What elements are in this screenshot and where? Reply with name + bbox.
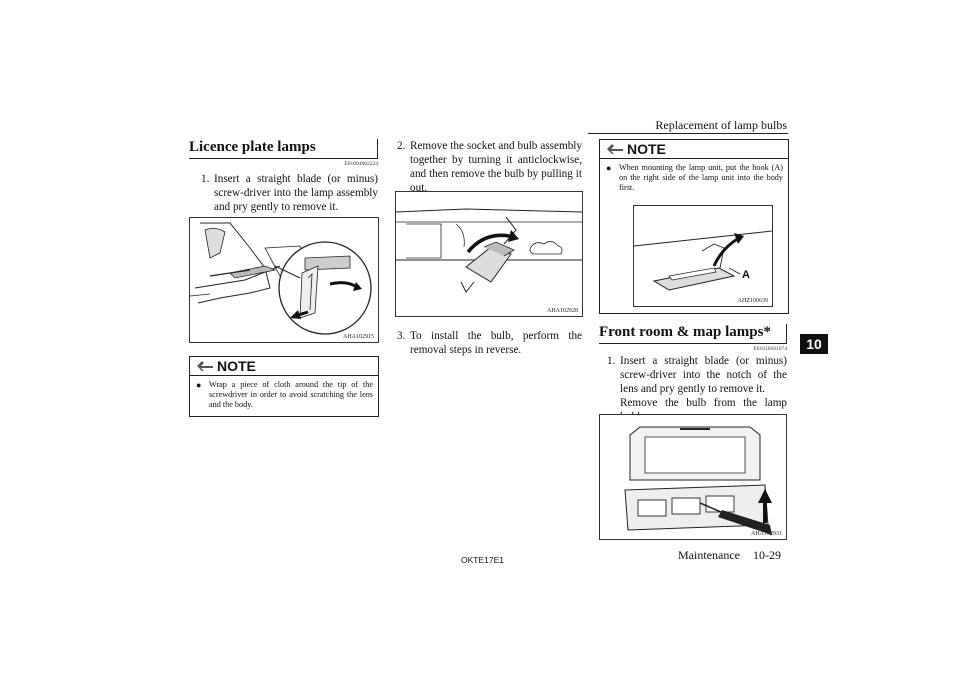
note-text: Wrap a piece of cloth around the tip of … — [209, 380, 373, 409]
running-header: Replacement of lamp bulbs — [655, 118, 787, 132]
note-text-block: ● When mounting the lamp unit, put the h… — [600, 159, 788, 198]
note-box: NOTE ● When mounting the lamp unit, put … — [599, 139, 789, 314]
doc-code: OKTE17E1 — [461, 555, 504, 565]
section-code: E01004602224 — [344, 161, 378, 167]
illustration-licence-lamp — [190, 222, 372, 335]
footer-page: 10-29 — [753, 548, 781, 562]
note-box: NOTE ● Wrap a piece of cloth around the … — [189, 356, 379, 417]
figure-front-room-lamp: AHA102931 — [599, 414, 787, 540]
section-licence-plate-lamps: Licence plate lamps E01004602224 — [189, 139, 378, 167]
step-2: 2. Remove the socket and bulb assembly t… — [397, 139, 582, 195]
note-text-block: ● Wrap a piece of cloth around the tip o… — [190, 376, 378, 415]
chapter-tab: 10 — [800, 334, 828, 354]
figure-socket-removal: AHA102928 — [395, 191, 583, 317]
section-rule — [189, 158, 378, 159]
illustration-lamp-hook — [634, 230, 772, 291]
step-number: 3. — [397, 330, 406, 342]
section-rule — [599, 343, 787, 344]
step-text: Insert a straight blade (or minus) screw… — [214, 173, 378, 213]
step-1: 1. Insert a straight blade (or minus) sc… — [201, 172, 378, 214]
note-hand-icon — [197, 361, 213, 371]
header-rule — [588, 133, 788, 134]
step-number: 1. — [607, 355, 616, 367]
note-header: NOTE — [600, 140, 788, 159]
figure-licence-lamp-removal: AHA102915 — [189, 217, 379, 343]
figure-lamp-hook: A AHZ100639 — [633, 205, 773, 307]
bullet-icon: ● — [196, 380, 202, 390]
section-rule-tick — [376, 139, 378, 158]
footer-chapter: Maintenance — [678, 548, 740, 562]
section-title: Licence plate lamps — [189, 139, 316, 155]
note-label: NOTE — [627, 141, 666, 157]
section-rule-tick — [785, 324, 787, 343]
step-text: To install the bulb, perform the removal… — [410, 330, 582, 356]
figure-code: AHA102928 — [547, 308, 578, 314]
step-3: 3. To install the bulb, perform the remo… — [397, 329, 582, 357]
step-text-line: Insert a straight blade (or minus) screw… — [620, 355, 787, 395]
note-header: NOTE — [190, 357, 378, 376]
figure-code: AHZ100639 — [737, 298, 768, 304]
note-label: NOTE — [217, 358, 256, 374]
note-text: When mounting the lamp unit, put the hoo… — [619, 163, 783, 192]
figure-code: AHA102915 — [343, 334, 374, 340]
step-number: 1. — [201, 173, 210, 185]
section-code: E01010501074 — [753, 346, 787, 352]
step-text: Remove the socket and bulb assembly toge… — [410, 140, 582, 194]
step-number: 2. — [397, 140, 406, 152]
illustration-front-room-lamp — [624, 426, 772, 535]
section-title: Front room & map lamps* — [599, 324, 771, 340]
note-hand-icon — [607, 144, 623, 154]
hook-label: A — [742, 269, 750, 281]
illustration-socket-bulb — [396, 208, 582, 293]
bullet-icon: ● — [606, 163, 612, 173]
section-front-room-map-lamps: Front room & map lamps* E01010501074 — [599, 324, 787, 352]
figure-code: AHA102931 — [751, 531, 782, 537]
